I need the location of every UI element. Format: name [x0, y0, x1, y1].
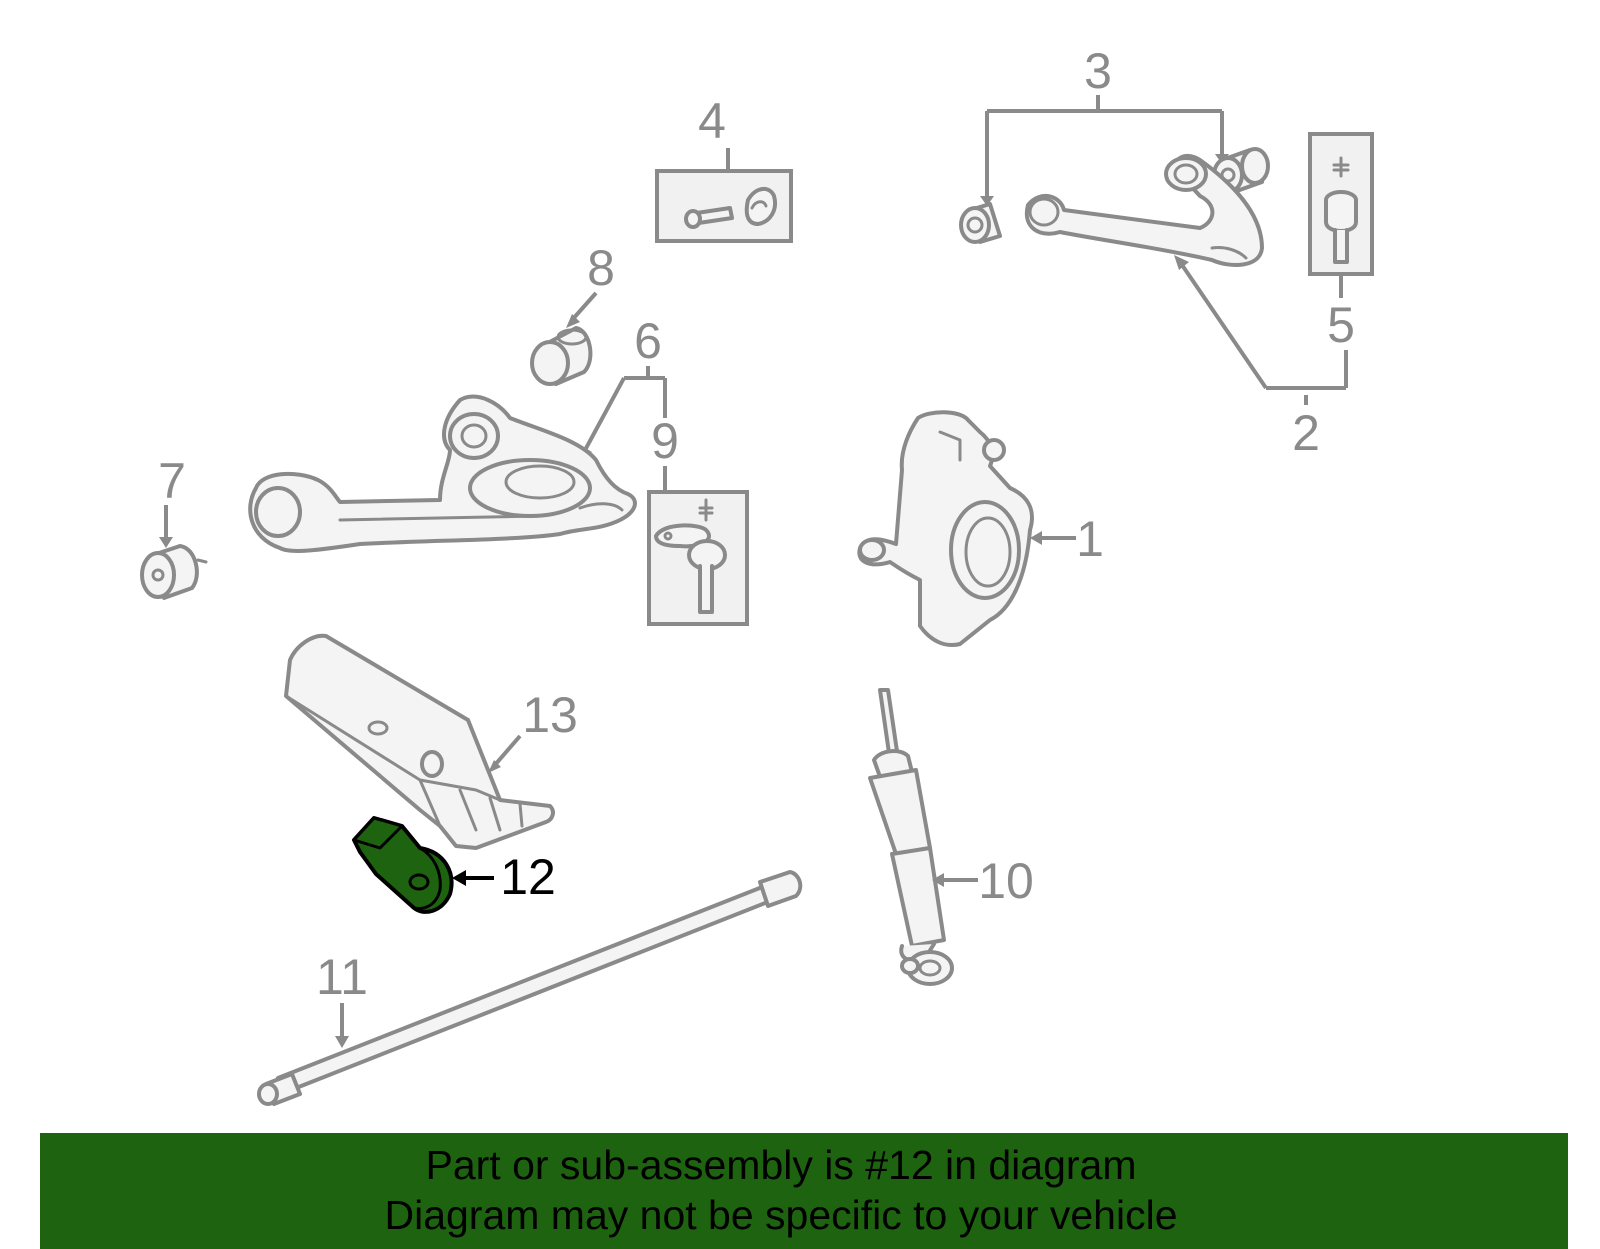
callout-13[interactable]: 13 [522, 687, 578, 743]
callout-11[interactable]: 11 [316, 949, 368, 1005]
arrowhead-3a [980, 196, 994, 206]
callout-2[interactable]: 2 [1292, 405, 1320, 461]
leader-2 [1178, 260, 1348, 405]
callout-5[interactable]: 5 [1327, 297, 1355, 353]
arrowhead-8 [566, 314, 580, 328]
arrowhead-2 [1174, 255, 1189, 270]
info-banner: Part or sub-assembly is #12 in diagram D… [40, 1133, 1568, 1249]
part-12-bracket[interactable] [352, 816, 454, 914]
part-11-torsion-bar[interactable] [257, 870, 803, 1106]
callout-8[interactable]: 8 [587, 240, 615, 296]
leader-3 [985, 95, 1224, 200]
part-8-bushing[interactable] [530, 326, 593, 386]
part-13-skid-plate[interactable] [284, 633, 555, 850]
part-5-upper-ball-joint[interactable] [1308, 132, 1374, 276]
callout-3[interactable]: 3 [1084, 43, 1112, 99]
arrowhead-10 [932, 873, 944, 887]
part-2-upper-control-arm[interactable] [1024, 153, 1264, 267]
part-9-lower-ball-joint[interactable] [647, 490, 749, 626]
callout-10[interactable]: 10 [978, 853, 1034, 909]
arrowhead-1 [1030, 531, 1042, 545]
part-6-lower-control-arm[interactable] [248, 394, 637, 553]
callout-4[interactable]: 4 [698, 93, 726, 149]
part-7-bushing[interactable] [140, 544, 208, 600]
callout-12[interactable]: 12 [500, 849, 556, 905]
callout-7[interactable]: 7 [158, 453, 186, 509]
part-10-shock-absorber[interactable] [868, 688, 954, 986]
part-4-bolt-kit[interactable] [655, 169, 793, 243]
callout-1[interactable]: 1 [1076, 511, 1104, 567]
leader-6 [582, 366, 667, 453]
part-3-bushing-left[interactable] [959, 202, 1002, 244]
part-1-steering-knuckle[interactable] [857, 410, 1034, 647]
arrowhead-11 [335, 1036, 349, 1048]
arrowhead-13 [488, 760, 501, 773]
banner-line-2: Diagram may not be specific to your vehi… [384, 1192, 1178, 1238]
callout-9[interactable]: 9 [651, 413, 679, 469]
callout-6[interactable]: 6 [634, 313, 662, 369]
arrowhead-12 [452, 870, 466, 886]
arrowhead-7 [159, 537, 173, 548]
leader-8 [570, 291, 598, 322]
banner-line-1: Part or sub-assembly is #12 in diagram [425, 1142, 1137, 1188]
leader-13 [492, 734, 522, 768]
